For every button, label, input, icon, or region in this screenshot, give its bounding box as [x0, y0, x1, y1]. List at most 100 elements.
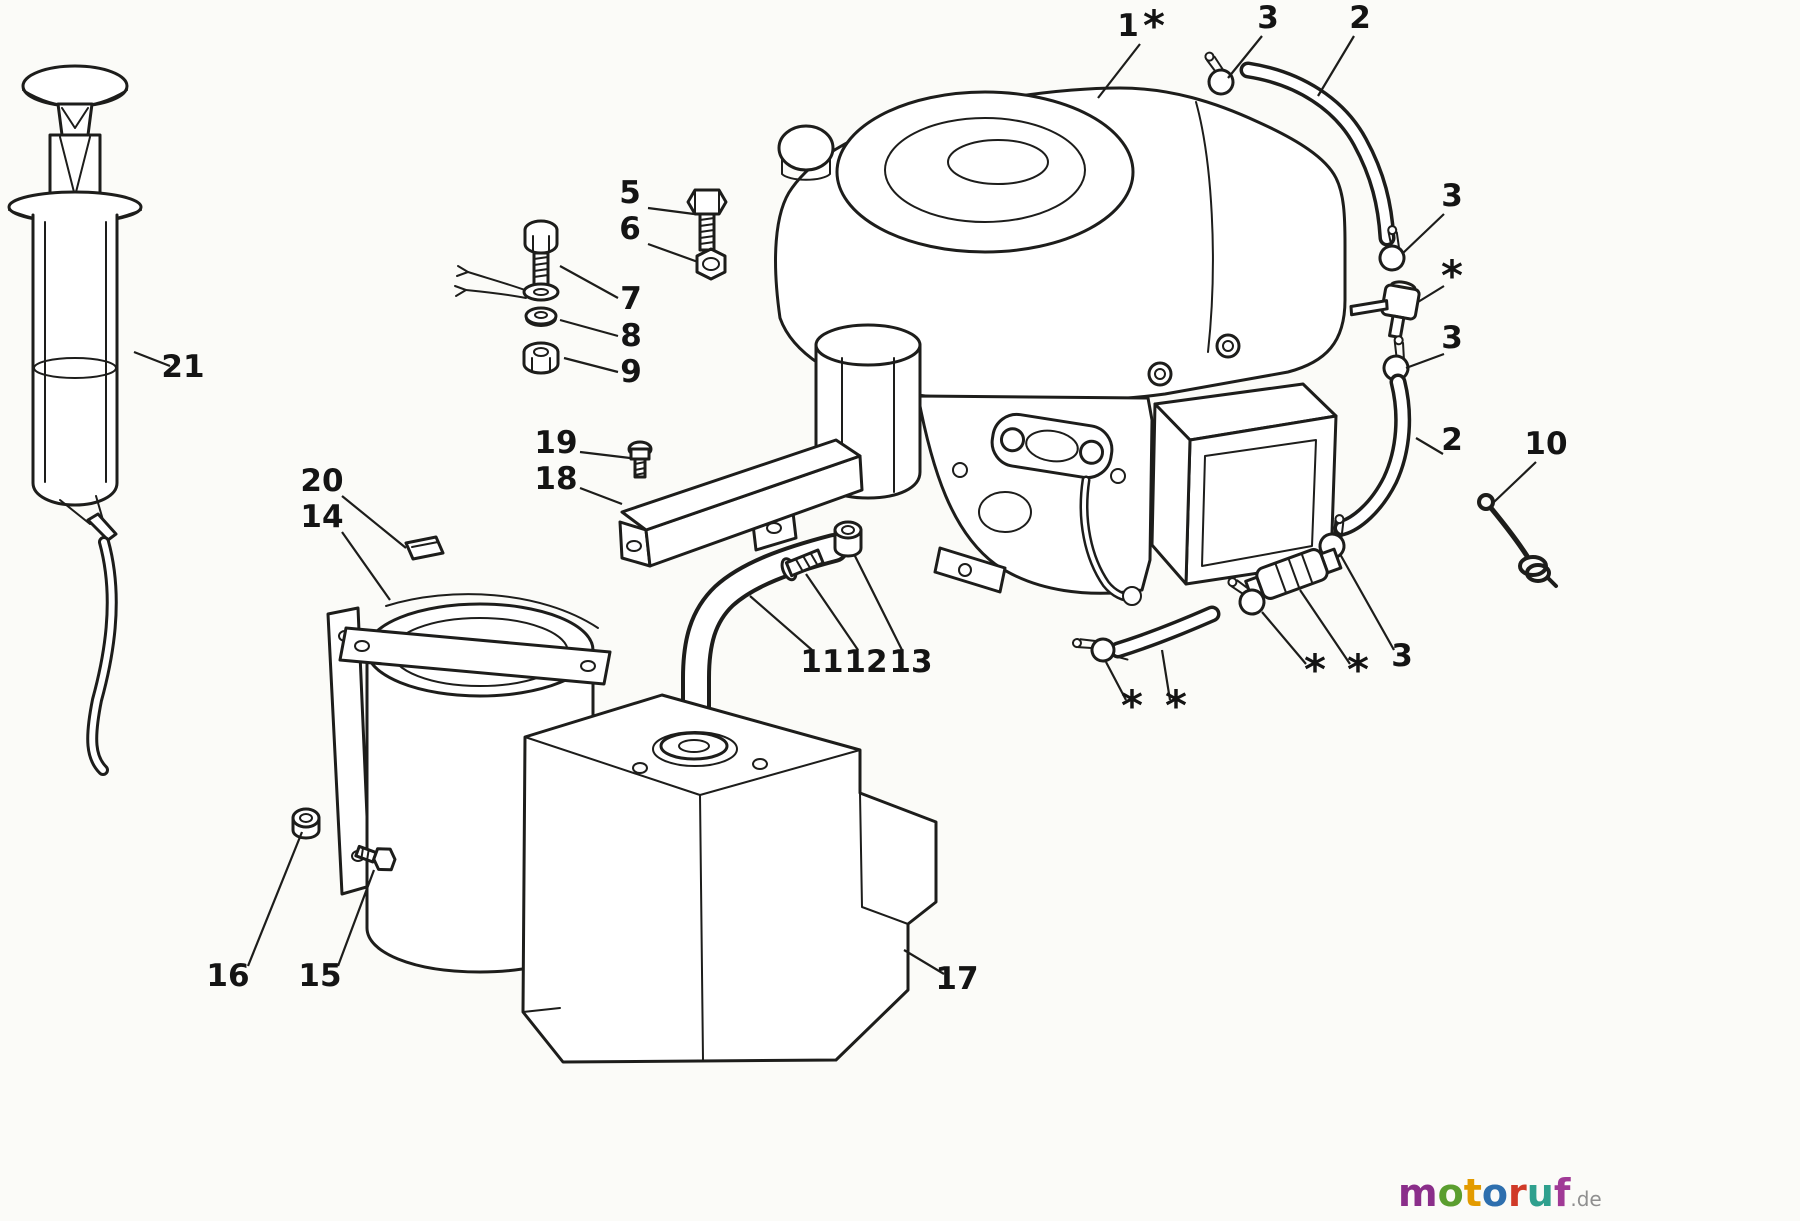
fuel-hose-2-right [1333, 373, 1412, 537]
logo-letter: t [1464, 1171, 1482, 1215]
spacer-13 [833, 520, 863, 558]
fuel-hose-2-top [1239, 61, 1396, 247]
leader-line [1415, 437, 1444, 455]
screw-19 [627, 440, 653, 479]
motoruf-logo[interactable]: motoruf.de [1398, 1171, 1602, 1215]
bolt-15 [354, 844, 397, 872]
hose-clamp-3-right-lower [1382, 335, 1410, 382]
logo-letter: f [1554, 1171, 1571, 1215]
leader-line [1097, 43, 1141, 99]
part-label-3-right-upper: 3 [1441, 178, 1463, 214]
logo-suffix: .de [1570, 1187, 1601, 1211]
leader-line [1299, 589, 1351, 665]
logo-letter: o [1438, 1171, 1464, 1215]
ignition-box [1150, 382, 1338, 586]
part-label-6: 6 [619, 211, 641, 247]
leader-line [1261, 611, 1307, 665]
part-label-5: 5 [619, 175, 641, 211]
part-label-9: 9 [620, 354, 642, 390]
part-label-star-filter: * [1347, 645, 1369, 694]
part-label-11: 11 [800, 644, 843, 680]
hose-clamp-filter-lower [1227, 577, 1266, 616]
leader-line [559, 318, 619, 338]
leader-line [1417, 285, 1445, 303]
fuel-shutoff-valve [1349, 280, 1421, 340]
part-label-2-right: 2 [1441, 422, 1463, 458]
part-label-valve-star: * [1441, 251, 1463, 300]
leader-line [341, 531, 391, 601]
leader-line [805, 573, 859, 651]
hose-clamp-bottom [1071, 637, 1129, 663]
engine-fuel-line [1079, 475, 1142, 606]
logo-letter: u [1527, 1171, 1554, 1215]
bolt-7-with-leads [454, 219, 560, 302]
leader-line [1160, 649, 1172, 701]
part-label-star-clamp-left: * [1304, 645, 1326, 694]
part-label-17: 17 [935, 961, 978, 997]
leader-line [579, 450, 631, 460]
part-label-12: 12 [844, 644, 887, 680]
pipe-flange [659, 731, 729, 761]
part-10-spring [1477, 493, 1558, 588]
heat-shield-17 [521, 693, 938, 1064]
logo-letter: o [1482, 1171, 1508, 1215]
part-label-7: 7 [620, 281, 642, 317]
leader-line [1401, 213, 1445, 255]
part-label-15: 15 [298, 958, 341, 994]
part-label-star-hose-clamp: * [1121, 681, 1143, 730]
part-label-8: 8 [620, 318, 642, 354]
part-label-18: 18 [534, 461, 577, 497]
leader-line [853, 553, 903, 651]
part-label-14: 14 [300, 499, 343, 535]
nut-6 [695, 247, 727, 281]
bolt-12 [780, 548, 825, 582]
part-label-star-hose: * [1165, 681, 1187, 730]
part-labels: 1 * 3 2 3 * 3 2 10 5 6 7 8 9 19 18 20 14… [161, 0, 1567, 997]
part-label-3-top: 3 [1257, 0, 1279, 36]
leader-line [1317, 35, 1355, 97]
leader-line [563, 356, 619, 374]
nut-9 [522, 341, 560, 375]
part-label-3-bottom: 3 [1391, 638, 1413, 674]
muffler-strap-14 [338, 626, 612, 686]
leader-line [647, 206, 695, 216]
leader-line [246, 831, 304, 967]
part-label-1: 1 [1117, 8, 1139, 44]
leader-line [903, 949, 945, 975]
part-label-19: 19 [534, 425, 577, 461]
leader-line [1227, 35, 1263, 79]
exhaust-flange [990, 412, 1114, 480]
engine-assembly-1 [774, 86, 1347, 606]
hose-clamp-3-right-upper [1378, 225, 1406, 272]
oil-fill-cap [777, 124, 835, 181]
leader-line [579, 486, 623, 506]
logo-letter: r [1508, 1171, 1527, 1215]
clip-20 [404, 535, 445, 561]
washer-8 [524, 306, 558, 327]
blower-housing [774, 86, 1347, 404]
part-label-3-right-lower: 3 [1441, 320, 1463, 356]
leader-line [1105, 661, 1127, 701]
leader-line [341, 495, 407, 549]
part-label-13: 13 [889, 644, 932, 680]
part-label-1-star: * [1143, 1, 1165, 50]
bolt-5 [686, 188, 728, 252]
part-label-21: 21 [161, 349, 204, 385]
fuel-hose-bottom [1109, 605, 1221, 659]
leader-line [336, 869, 376, 967]
part-label-2-top: 2 [1349, 0, 1371, 36]
part-label-20: 20 [300, 463, 343, 499]
hose-clamp-3-top [1204, 51, 1235, 96]
leader-line [1339, 553, 1395, 651]
logo-letter: m [1398, 1171, 1438, 1215]
part-label-10: 10 [1524, 426, 1567, 462]
leader-line [1405, 352, 1445, 370]
bracket-18 [618, 438, 864, 568]
leader-line [647, 242, 699, 264]
part-label-16: 16 [206, 958, 249, 994]
leader-line [1493, 461, 1537, 503]
leader-line [749, 595, 813, 651]
nut-16 [291, 807, 321, 840]
